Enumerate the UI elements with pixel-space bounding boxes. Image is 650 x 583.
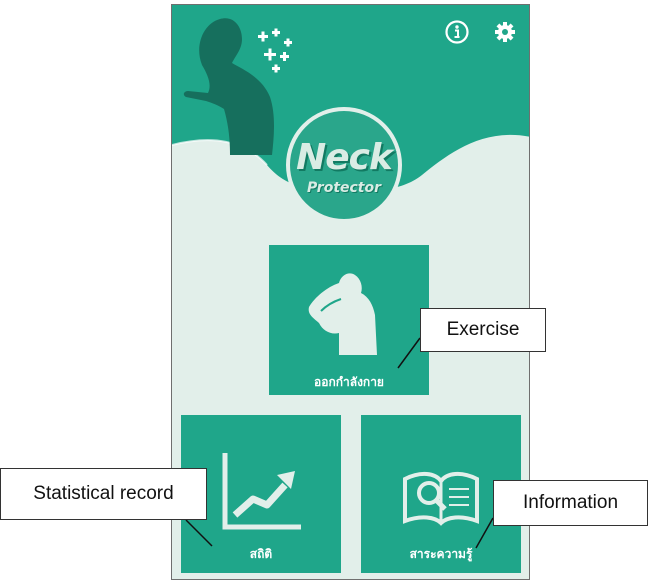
exercise-button[interactable]: ออกกำลังกาย — [269, 245, 429, 395]
exercise-callout: Exercise — [420, 308, 546, 352]
exercise-label: ออกกำลังกาย — [314, 375, 384, 389]
app-logo: Neck Protector — [286, 107, 402, 223]
info-icon[interactable] — [444, 19, 470, 45]
header-illustration — [172, 5, 529, 191]
information-callout: Information — [493, 480, 648, 526]
statistics-callout: Statistical record — [0, 468, 207, 520]
logo-title: Neck — [296, 137, 393, 178]
gear-icon[interactable] — [492, 19, 518, 45]
statistics-label: สถิติ — [249, 547, 273, 561]
statistics-button[interactable]: สถิติ — [181, 415, 341, 573]
phone-screen: Neck Protector ออกกำลังกาย สถิติ สาระควา… — [171, 4, 530, 580]
information-label: สาระความรู้ — [409, 547, 473, 561]
logo-subtitle: Protector — [306, 180, 382, 196]
trend-chart-icon — [222, 453, 301, 530]
exercise-person-icon — [308, 273, 377, 355]
